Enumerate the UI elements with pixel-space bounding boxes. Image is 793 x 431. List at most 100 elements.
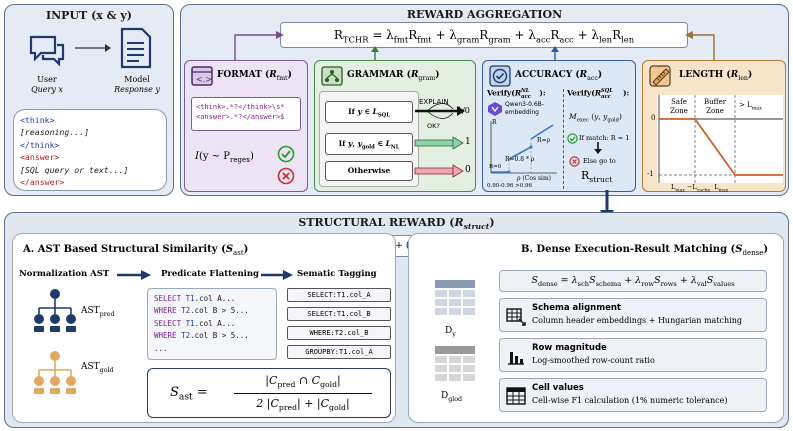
tchr-formula: RTCHR = λfmtRfmt + λgramRgram + λaccRacc… bbox=[333, 28, 635, 45]
length-y-bottom: -1 bbox=[647, 170, 654, 178]
arrow-right-icon bbox=[75, 44, 111, 52]
cross-icon bbox=[277, 167, 295, 185]
response-bubble: <think>[reasoning...]</think><answer>[SQ… bbox=[13, 109, 167, 191]
dgold-label: Dglod bbox=[441, 391, 463, 403]
dy-label: Dy bbox=[445, 326, 456, 338]
response-label: Response y bbox=[114, 85, 160, 94]
s-ast-numerator: |Cpred ∩ Cgold| bbox=[265, 374, 341, 390]
dense-item-desc: Log-smoothed row-count ratio bbox=[532, 356, 655, 365]
svg-text:<.>: <.> bbox=[196, 75, 212, 84]
dense-title: B. Dense Execution-Result Matching (Sden… bbox=[521, 244, 769, 257]
format-indicator: I(y ∼ Pregex) bbox=[195, 151, 254, 164]
ok-label: OK? bbox=[427, 122, 440, 130]
explain-label: EXPLAIN bbox=[419, 98, 449, 106]
dgold-table-icon bbox=[435, 346, 475, 381]
zone-safe: Safe Zone bbox=[670, 98, 688, 115]
tree-structure-icon bbox=[321, 66, 343, 86]
length-plot-bg bbox=[657, 95, 783, 183]
zone-buffer: Buffer Zone bbox=[703, 98, 727, 115]
target-check-icon bbox=[489, 65, 511, 87]
verify-sql: Verify(RaccSQL): bbox=[567, 88, 630, 100]
grammar-panel: GRAMMAR (Rgram) If y ∈ LSQL If y, ygold … bbox=[314, 60, 476, 192]
step-arrows bbox=[117, 270, 293, 280]
grammar-row-sql: If y ∈ LSQL bbox=[325, 101, 413, 123]
mexec-label: Mexec (y, ygold) bbox=[569, 112, 622, 124]
dense-formula-box: Sdense = λschSschema + λrowSrows + λvalS… bbox=[499, 270, 767, 292]
grammar-out-1: 1/0 bbox=[457, 106, 470, 115]
bubble-line: <think> bbox=[20, 115, 55, 125]
regex-line-1: <think>.*?</think>\s* bbox=[196, 103, 285, 111]
accuracy-divider bbox=[563, 89, 564, 189]
bubble-line: <answer> bbox=[20, 152, 60, 163]
piecewise-reward-plot bbox=[490, 121, 557, 174]
ast-panel: A. AST Based Structural Similarity (Sast… bbox=[12, 233, 396, 423]
code-line: SELECT T1.col A... bbox=[154, 294, 236, 303]
flattened-code-box: SELECT T1.col A... WHERE T2.col B > 5... S… bbox=[147, 288, 277, 360]
reward-aggregation-title: REWARD AGGREGATION bbox=[406, 8, 563, 21]
bubble-line: </answer> bbox=[20, 177, 65, 188]
length-penalty-plot bbox=[658, 95, 783, 183]
user-chat-icon bbox=[29, 35, 65, 67]
semantic-tag: GROUPBY:T1.col_A bbox=[287, 345, 391, 359]
semantic-tag: SELECT:T1.col_B bbox=[287, 307, 391, 321]
user-label: User bbox=[37, 75, 57, 84]
model-label: Model bbox=[124, 75, 150, 84]
regex-line-2: <answer>.*?</answer>$ bbox=[196, 113, 285, 121]
dense-panel: B. Dense Execution-Result Matching (Sden… bbox=[408, 233, 784, 423]
r-08-label: R=0.8 * ρ bbox=[505, 156, 535, 163]
semantic-tag: SELECT:T1.col_A bbox=[287, 288, 391, 302]
grammar-out-3: 0 bbox=[465, 165, 471, 175]
mismatch-cross-icon bbox=[569, 156, 580, 167]
length-y-top: 0 bbox=[651, 114, 656, 122]
length-x-ticks: Lmax −Lcache Lmax bbox=[671, 183, 729, 194]
r-axis-label: R bbox=[492, 119, 497, 126]
ast-pred-tree-icon bbox=[34, 289, 76, 332]
step-normalization: Normalization AST bbox=[19, 269, 110, 279]
structural-title: STRUCTURAL REWARD (Rstruct) bbox=[298, 216, 495, 232]
check-icon bbox=[277, 145, 295, 163]
query-label: Query x bbox=[31, 85, 63, 94]
format-title: FORMAT (Rfmt) bbox=[217, 70, 292, 82]
grammar-row-otherwise-label: Otherwise bbox=[347, 166, 391, 175]
match-check-icon bbox=[567, 133, 578, 144]
model-logo-icon bbox=[488, 102, 502, 116]
r-rho-label: R=ρ bbox=[537, 137, 551, 144]
ast-gold-tree-icon bbox=[34, 351, 76, 394]
tchr-formula-box: RTCHR = λfmtRfmt + λgramRgram + λaccRacc… bbox=[280, 22, 688, 48]
code-line: WHERE T2.col B > 5... bbox=[154, 331, 249, 341]
else-label: Else go to bbox=[583, 157, 616, 165]
s-ast-lhs: Sast = bbox=[170, 385, 208, 403]
code-line: SELECT T1.col A... bbox=[154, 318, 236, 328]
s-ast-denominator: 2 |Cpred| + |Cgold| bbox=[256, 397, 350, 413]
ast-gold-label: ASTgold bbox=[81, 362, 114, 374]
rho-axis-label: ρ (Cos sim) bbox=[517, 175, 551, 182]
bubble-line: [reasoning...] bbox=[20, 127, 90, 138]
format-panel: <.> FORMAT (Rfmt) <think>.*?</think>\s* … bbox=[184, 60, 308, 192]
dense-item-title: Row magnitude bbox=[532, 343, 607, 353]
r-struct-label: Rstruct bbox=[581, 169, 613, 185]
dense-item-title: Cell values bbox=[532, 383, 584, 393]
dense-item-desc: Cell-wise F1 calculation (1% numeric tol… bbox=[532, 396, 728, 405]
bar-chart-icon bbox=[506, 346, 526, 370]
if-match-label: If match: R = 1 bbox=[579, 134, 630, 142]
dy-table-icon bbox=[435, 280, 475, 315]
code-line: WHERE T2.col B > 5... bbox=[154, 306, 249, 316]
grammar-title: GRAMMAR (Rgram) bbox=[347, 70, 440, 82]
bubble-line: [SQL query or text...] bbox=[20, 164, 129, 175]
code-line: ... bbox=[154, 343, 168, 353]
grammar-out-2: 1 bbox=[465, 137, 471, 147]
aggregation-connectors bbox=[234, 31, 715, 60]
schema-icon bbox=[506, 306, 526, 330]
fraction-bar bbox=[234, 393, 372, 394]
document-icon bbox=[120, 27, 152, 69]
dense-item-desc: Column header embeddings + Hungarian mat… bbox=[532, 316, 743, 325]
table-icon bbox=[506, 386, 526, 410]
input-title: INPUT (x & y) bbox=[45, 9, 133, 22]
length-title: LENGTH (Rlen) bbox=[679, 70, 753, 82]
grammar-row-otherwise: Otherwise bbox=[325, 161, 413, 181]
accuracy-title: ACCURACY (Racc) bbox=[515, 70, 603, 82]
